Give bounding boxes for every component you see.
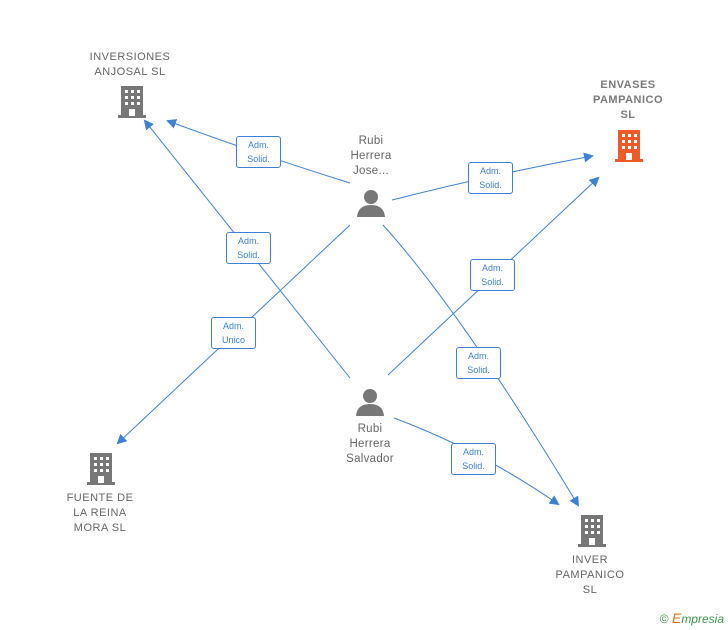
node-label-inver-pampanico[interactable]: INVER PAMPANICO SL <box>555 554 625 596</box>
edge-label: Adm.Solid. <box>468 162 513 194</box>
node-label-fuente-de-la-reina-mora[interactable]: FUENTE DE LA REINA MORA SL <box>66 492 134 534</box>
edge-label: Adm.Solid. <box>470 259 515 291</box>
brand-initial: E <box>671 610 682 626</box>
building-icon[interactable] <box>85 451 117 485</box>
brand-name: mpresia <box>681 612 724 626</box>
node-label-rubi-herrera-salvador[interactable]: Rubi Herrera Salvador <box>346 423 394 465</box>
node-label-envases-pampanico[interactable]: ENVASES PAMPANICO SL <box>592 79 664 121</box>
edge-label: Adm.Solid. <box>236 136 281 168</box>
building-icon[interactable] <box>116 84 148 118</box>
node-label-rubi-herrera-jose[interactable]: Rubi Herrera Jose... <box>350 135 392 177</box>
building-icon[interactable] <box>613 128 645 162</box>
edge-label: Adm.Solid. <box>226 232 271 264</box>
edge-label: Adm.Unico <box>211 317 256 349</box>
edge-label: Adm.Solid. <box>456 347 501 379</box>
edge-label: Adm.Solid. <box>451 443 496 475</box>
copyright-symbol: © <box>659 612 669 626</box>
person-icon[interactable] <box>356 188 386 218</box>
building-icon[interactable] <box>576 513 608 547</box>
node-label-inversiones-anjosal[interactable]: INVERSIONES ANJOSAL SL <box>89 51 171 78</box>
person-icon[interactable] <box>355 387 385 417</box>
edge-jose-inver <box>382 224 580 507</box>
empresia-watermark: © Empresia <box>660 610 724 626</box>
